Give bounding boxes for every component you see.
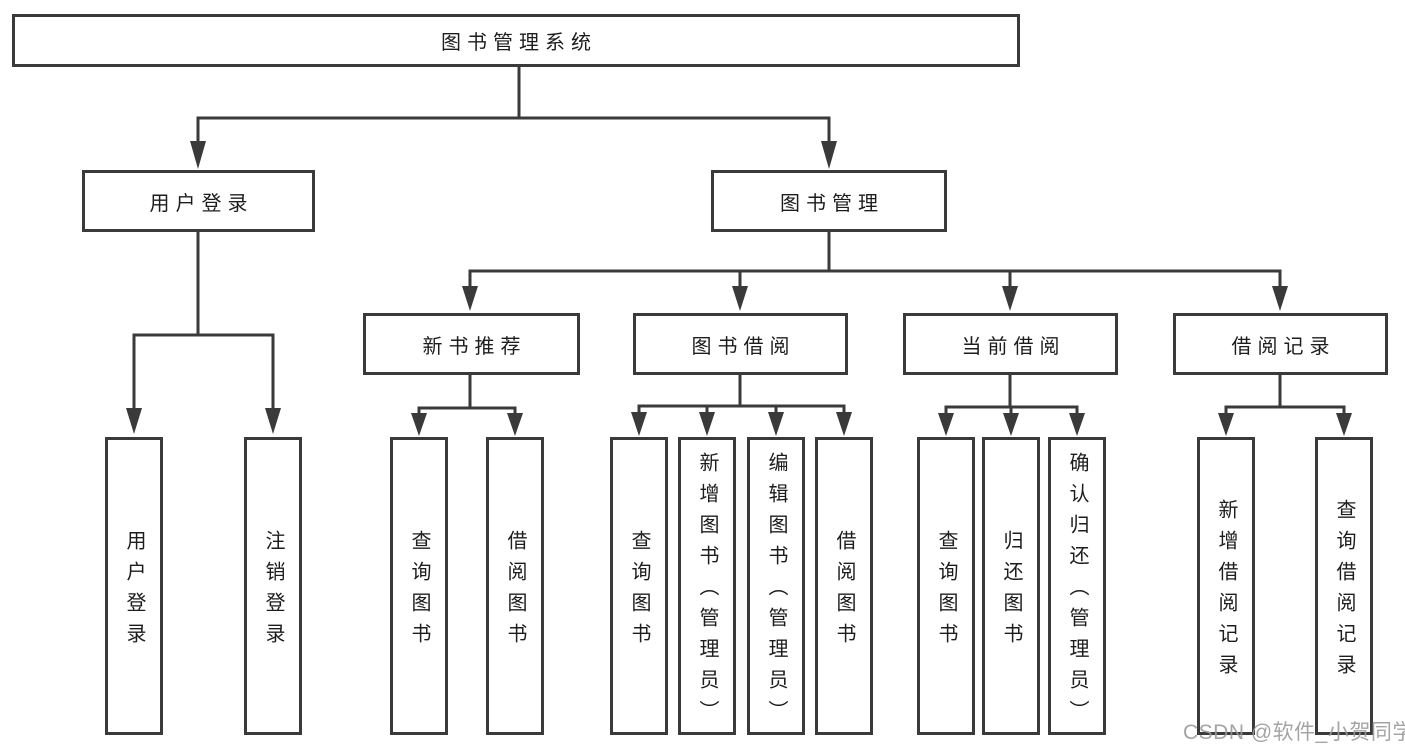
arrow-down-icon bbox=[411, 413, 427, 436]
leaf-query-borrow-record: 查询借阅记录 bbox=[1315, 437, 1373, 735]
leaf-confirm-return-admin: 确认归还（管理员） bbox=[1048, 437, 1106, 735]
leaf-logout-label: 注销登录 bbox=[262, 529, 284, 654]
node-user-login-branch: 用户登录 bbox=[82, 170, 315, 232]
connector-line bbox=[637, 404, 846, 414]
node-current-borrowing: 当前借阅 bbox=[903, 313, 1118, 375]
leaf-logout: 注销登录 bbox=[244, 437, 302, 735]
leaf-add-book-admin: 新增图书（管理员） bbox=[678, 437, 736, 735]
node-borrowing-records: 借阅记录 bbox=[1173, 313, 1388, 375]
arrow-down-icon bbox=[126, 408, 142, 434]
arrow-down-icon bbox=[938, 413, 954, 436]
connector-line bbox=[1224, 405, 1346, 415]
node-book-borrowing: 图书借阅 bbox=[633, 313, 848, 375]
leaf-return-books: 归还图书 bbox=[982, 437, 1040, 735]
arrow-down-icon bbox=[1003, 413, 1019, 436]
node-book-management-branch: 图书管理 bbox=[711, 170, 947, 232]
connector-line bbox=[417, 406, 517, 415]
leaf-query-borrow-record-label: 查询借阅记录 bbox=[1333, 498, 1355, 685]
arrow-down-icon bbox=[1069, 413, 1085, 436]
leaf-user-login-label: 用户登录 bbox=[123, 529, 145, 654]
node-new-book-recommendation: 新书推荐 bbox=[363, 313, 580, 375]
node-library-management-system: 图书管理系统 bbox=[12, 14, 1020, 67]
leaf-return-books-label: 归还图书 bbox=[1000, 529, 1022, 654]
arrow-down-icon bbox=[699, 412, 715, 436]
connector-line bbox=[196, 116, 831, 143]
leaf-add-borrow-record-label: 新增借阅记录 bbox=[1215, 498, 1237, 685]
leaf-confirm-return-admin-label: 确认归还（管理员） bbox=[1066, 452, 1088, 731]
leaf-query-books-current: 查询图书 bbox=[917, 437, 975, 735]
leaf-query-books-recommend-label: 查询图书 bbox=[408, 529, 430, 654]
leaf-borrow-books-recommend: 借阅图书 bbox=[486, 437, 544, 735]
arrow-down-icon bbox=[1218, 413, 1234, 436]
leaf-borrow-books-borrowing-label: 借阅图书 bbox=[833, 529, 855, 654]
arrow-down-icon bbox=[265, 408, 281, 434]
leaf-borrow-books-borrowing: 借阅图书 bbox=[815, 437, 873, 735]
leaf-query-books-recommend: 查询图书 bbox=[390, 437, 448, 735]
leaf-edit-book-admin-label: 编辑图书（管理员） bbox=[765, 452, 787, 731]
connector-arrowheads bbox=[126, 141, 1352, 436]
leaf-borrow-books-recommend-label: 借阅图书 bbox=[504, 529, 526, 654]
arrow-down-icon bbox=[462, 286, 478, 311]
leaf-user-login: 用户登录 bbox=[105, 437, 163, 735]
leaf-add-borrow-record: 新增借阅记录 bbox=[1197, 437, 1255, 735]
leaf-query-books-current-label: 查询图书 bbox=[935, 529, 957, 654]
leaf-query-books-borrowing-label: 查询图书 bbox=[628, 529, 650, 654]
arrow-down-icon bbox=[631, 412, 647, 436]
connector-line bbox=[132, 333, 275, 410]
arrow-down-icon bbox=[190, 141, 206, 169]
leaf-edit-book-admin: 编辑图书（管理员） bbox=[747, 437, 805, 735]
arrow-down-icon bbox=[1336, 413, 1352, 436]
arrow-down-icon bbox=[1272, 286, 1288, 311]
arrow-down-icon bbox=[821, 141, 837, 169]
leaf-query-books-borrowing: 查询图书 bbox=[610, 437, 668, 735]
watermark: CSDN @软件_小贺同学 bbox=[1183, 721, 1405, 744]
arrow-down-icon bbox=[732, 286, 748, 311]
connector-edges bbox=[132, 65, 1346, 415]
arrow-down-icon bbox=[768, 412, 784, 436]
arrow-down-icon bbox=[836, 412, 852, 436]
arrow-down-icon bbox=[1002, 286, 1018, 311]
leaf-add-book-admin-label: 新增图书（管理员） bbox=[696, 452, 718, 731]
connector-line bbox=[468, 269, 1282, 288]
arrow-down-icon bbox=[507, 413, 523, 436]
